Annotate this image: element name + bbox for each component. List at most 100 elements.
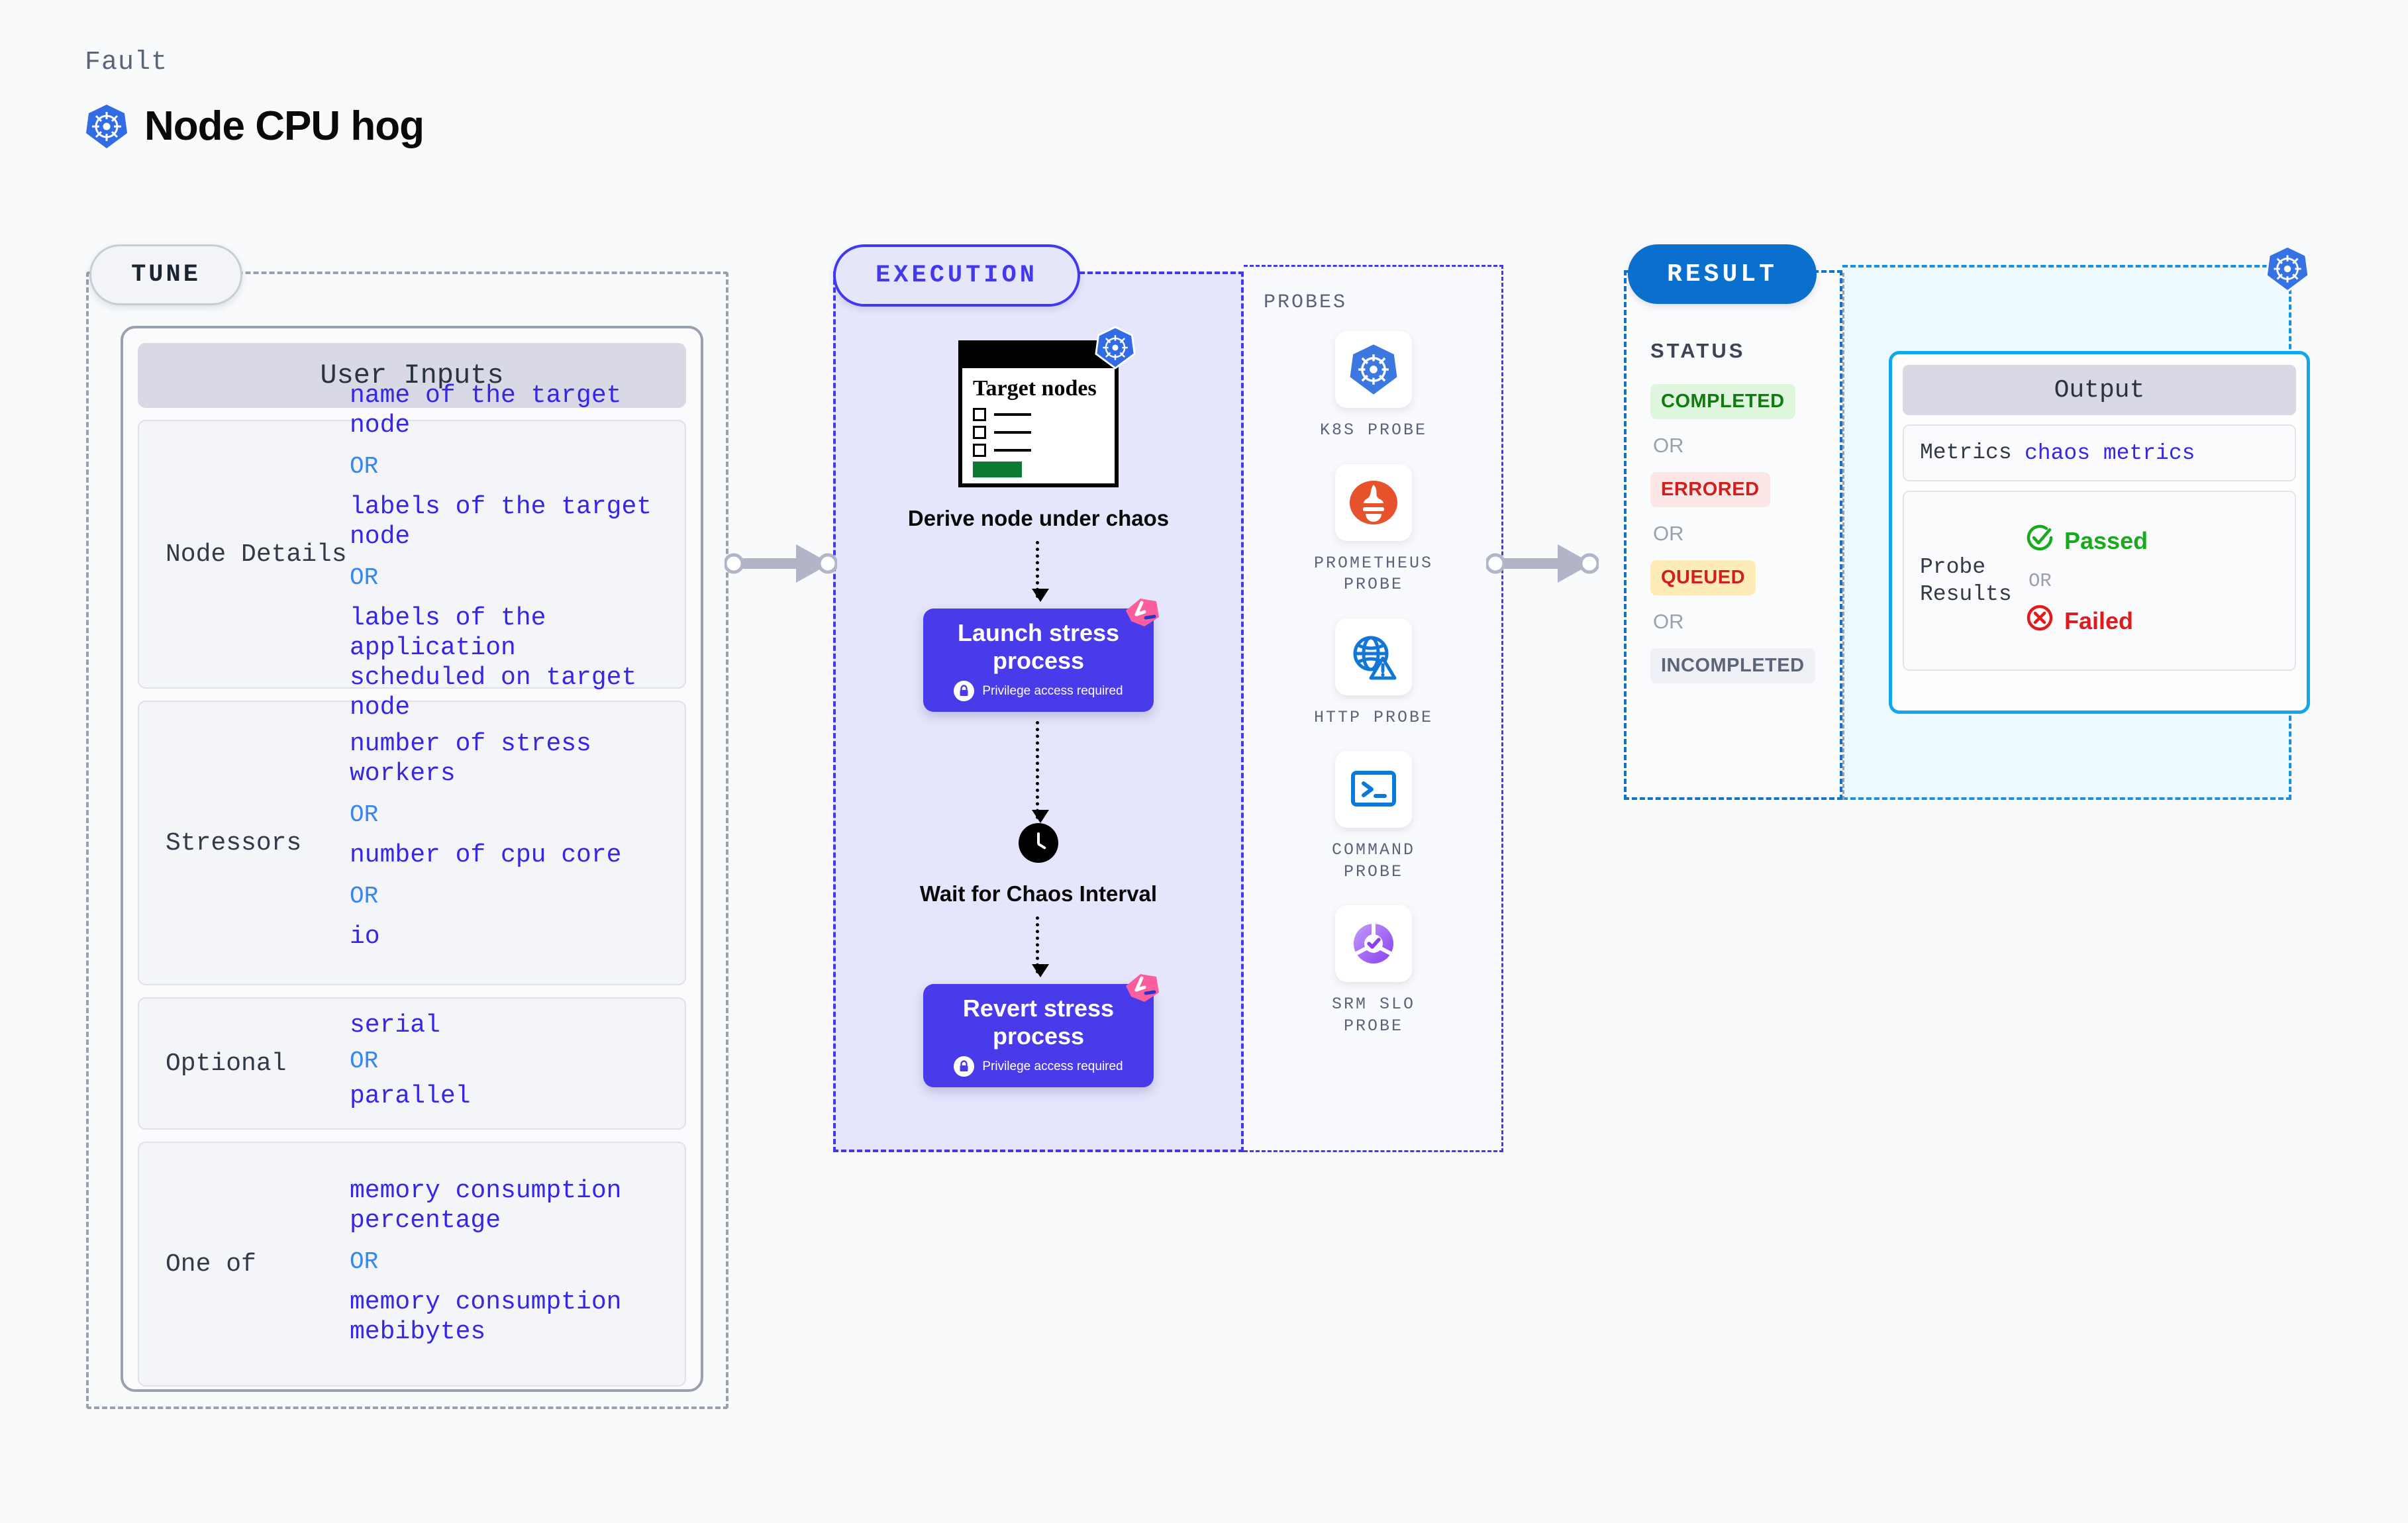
privilege-note-text: Privilege access required xyxy=(982,1059,1123,1073)
kubernetes-icon xyxy=(2265,245,2310,296)
privilege-note-text: Privilege access required xyxy=(982,683,1123,698)
tune-row-values: name of the target node OR labels of the… xyxy=(350,381,673,727)
placeholder-line xyxy=(994,449,1031,452)
target-nodes-window: Target nodes xyxy=(958,340,1119,487)
tune-row-values: number of stress workers OR number of cp… xyxy=(350,730,673,956)
tune-value: io xyxy=(350,922,380,952)
flow-arrow xyxy=(1031,721,1049,824)
output-row-label: Probe Results xyxy=(1920,554,2012,607)
probe-result-passed: Passed xyxy=(2025,522,2285,560)
tune-or-separator: OR xyxy=(350,882,379,910)
tune-row-values: memory consumption percentage OR memory … xyxy=(350,1177,673,1351)
tune-value: number of stress workers xyxy=(350,729,591,788)
tune-section-pill[interactable]: TUNE xyxy=(89,244,242,305)
status-list: COMPLETED OR ERRORED OR QUEUED OR INCOMP… xyxy=(1650,384,1816,683)
output-card: Output Metrics chaos metrics Probe Resul… xyxy=(1889,351,2310,714)
flow-arrow xyxy=(1031,541,1049,603)
list-item xyxy=(973,444,1104,457)
result-section-pill[interactable]: RESULT xyxy=(1628,244,1817,304)
tune-or-separator: OR xyxy=(350,801,379,828)
probe-result-or-separator: OR xyxy=(2029,569,2052,592)
probe-label: K8S PROBE xyxy=(1319,420,1428,440)
step-revert-stress-process[interactable]: Revert stress process Privilege access r… xyxy=(923,974,1159,1088)
tune-region xyxy=(86,271,728,1409)
prometheus-icon xyxy=(1335,464,1412,541)
probe-item-command[interactable]: COMMAND PROBE xyxy=(1297,751,1450,883)
placeholder-line xyxy=(994,413,1031,416)
slo-gauge-icon xyxy=(1335,905,1412,982)
checkbox-icon xyxy=(973,408,986,421)
tune-row-label: Optional xyxy=(166,1049,287,1078)
probes-region xyxy=(1244,265,1503,1152)
user-inputs-card-title: User Inputs xyxy=(138,343,686,408)
result-region xyxy=(1624,270,1842,800)
step-launch-stress-process[interactable]: Launch stress process Privilege access r… xyxy=(923,599,1159,712)
flow-arrow xyxy=(1031,916,1049,978)
chaos-ribbon-icon xyxy=(1122,597,1160,631)
list-item xyxy=(973,408,1104,421)
execution-section-pill[interactable]: EXECUTION xyxy=(833,244,1080,307)
tune-row-values: serial OR parallel xyxy=(350,1011,673,1116)
privilege-note: Privilege access required xyxy=(954,681,1123,702)
tune-or-separator: OR xyxy=(350,1047,379,1075)
tune-or-separator: OR xyxy=(350,1248,379,1275)
lock-icon xyxy=(954,1056,975,1077)
privilege-note: Privilege access required xyxy=(954,1056,1123,1077)
tune-value: serial xyxy=(350,1010,440,1040)
status-badge-completed: COMPLETED xyxy=(1650,384,1795,419)
probe-item-srm-slo[interactable]: SRM SLO PROBE xyxy=(1297,905,1450,1037)
output-row-probe-results: Probe Results Passed OR xyxy=(1903,491,2296,671)
target-nodes-title: Target nodes xyxy=(973,376,1097,401)
fault-header: Fault Node CPU hog xyxy=(85,48,425,150)
tune-or-separator: OR xyxy=(350,564,379,591)
placeholder-line xyxy=(994,431,1031,434)
probes-list: K8S PROBE PROMETHEUS PROBE xyxy=(1244,331,1503,1059)
tune-row-stressors: Stressors number of stress workers OR nu… xyxy=(138,701,686,985)
globe-warning-icon xyxy=(1335,618,1412,695)
kubernetes-icon xyxy=(1095,326,1136,373)
terminal-icon xyxy=(1335,751,1412,828)
tune-value: parallel xyxy=(350,1082,471,1111)
status-or-separator: OR xyxy=(1653,522,1684,545)
probe-result-passed-label: Passed xyxy=(2064,526,2148,554)
tune-value: labels of the application scheduled on t… xyxy=(350,604,637,722)
fault-title-row: Node CPU hog xyxy=(85,103,425,150)
tune-row-optional: Optional serial OR parallel xyxy=(138,997,686,1130)
probe-item-prometheus[interactable]: PROMETHEUS PROBE xyxy=(1297,464,1450,596)
probe-item-http[interactable]: HTTP PROBE xyxy=(1314,618,1433,729)
tune-or-separator: OR xyxy=(350,452,379,480)
output-row-metrics: Metrics chaos metrics xyxy=(1903,424,2296,481)
step-caption-derive-node: Derive node under chaos xyxy=(907,506,1170,530)
status-or-separator: OR xyxy=(1653,434,1684,457)
connector-tune-to-execution xyxy=(723,538,838,593)
tune-row-node-details: Node Details name of the target node OR … xyxy=(138,381,686,722)
probe-label: COMMAND PROBE xyxy=(1331,840,1416,881)
step-title: Launch stress process xyxy=(957,619,1120,674)
status-or-separator: OR xyxy=(1653,610,1684,633)
kubernetes-icon xyxy=(85,103,128,150)
x-circle-icon xyxy=(2025,603,2055,640)
tune-value: number of cpu core xyxy=(350,841,622,869)
checkbox-icon xyxy=(973,426,986,439)
step-title: Revert stress process xyxy=(962,995,1115,1050)
output-card-title: Output xyxy=(1903,365,2296,415)
probe-item-k8s[interactable]: K8S PROBE xyxy=(1320,331,1427,442)
lock-icon xyxy=(954,681,975,702)
probe-label: HTTP PROBE xyxy=(1313,707,1434,727)
tune-row-one-of: One of memory consumption percentage OR … xyxy=(138,1142,686,1387)
tune-value: labels of the target node xyxy=(350,493,652,552)
status-badge-errored: ERRORED xyxy=(1650,472,1770,507)
tune-row-label: Stressors xyxy=(166,828,302,858)
target-nodes-card: Target nodes xyxy=(958,326,1136,487)
result-output-divider xyxy=(1842,273,1844,800)
execution-flow: Target nodes xyxy=(833,305,1244,1088)
probe-label: PROMETHEUS PROBE xyxy=(1313,553,1434,595)
tune-row-label: One of xyxy=(166,1250,256,1279)
target-nodes-list xyxy=(973,408,1104,457)
connector-execution-to-result xyxy=(1485,538,1600,593)
status-badge-queued: QUEUED xyxy=(1650,560,1756,595)
chaos-ribbon-icon xyxy=(1122,973,1160,1007)
tune-value: memory consumption percentage xyxy=(350,1177,622,1235)
confirm-bar xyxy=(973,462,1022,477)
clock-icon xyxy=(1019,823,1058,863)
